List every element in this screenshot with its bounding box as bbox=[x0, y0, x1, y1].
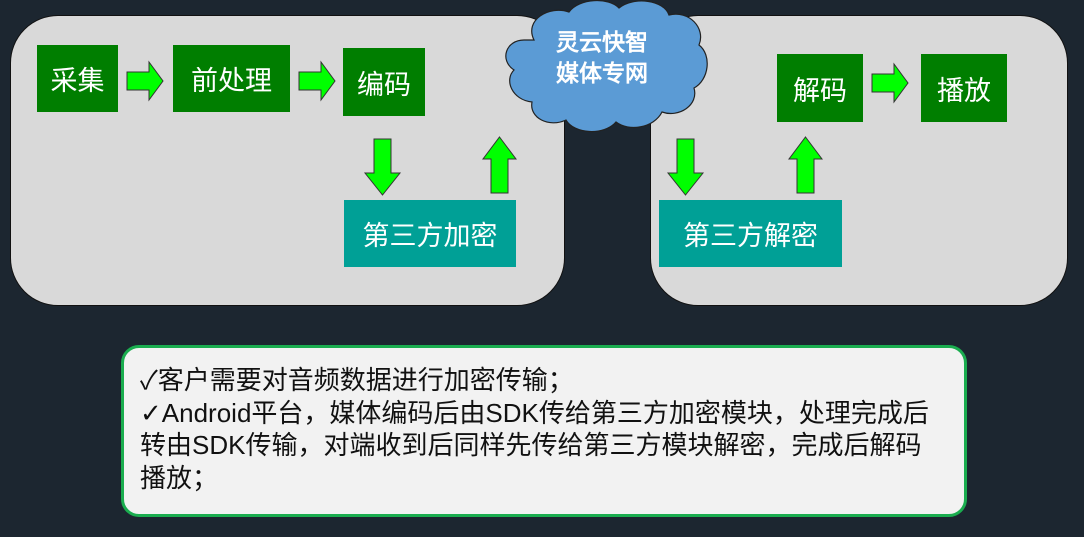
playback-label: 播放 bbox=[937, 75, 991, 107]
network-label-line1: 灵云快智 bbox=[556, 30, 648, 56]
decrypt-box: 第三方解密 bbox=[659, 200, 842, 267]
preprocess-box: 前处理 bbox=[173, 45, 290, 112]
encode-box: 编码 bbox=[343, 48, 425, 116]
playback-box: 播放 bbox=[921, 54, 1007, 122]
arrow-right-icon bbox=[298, 60, 336, 102]
arrow-down-icon bbox=[666, 138, 705, 196]
cloud-network-icon bbox=[505, 0, 708, 133]
network-label-line2: 媒体专网 bbox=[556, 61, 648, 87]
encrypt-label: 第三方加密 bbox=[362, 221, 498, 252]
decode-box: 解码 bbox=[777, 54, 863, 122]
arrow-right-icon bbox=[126, 60, 164, 102]
decrypt-label: 第三方解密 bbox=[683, 221, 818, 252]
capture-label: 采集 bbox=[50, 66, 105, 97]
note-item: ✓客户需要对音频数据进行加密传输； bbox=[140, 365, 574, 395]
decode-label: 解码 bbox=[793, 75, 847, 107]
note-item: ✓Android平台，媒体编码后由SDK传给第三方加密模块，处理完成后转由SDK… bbox=[140, 397, 929, 493]
preprocess-label: 前处理 bbox=[191, 66, 272, 97]
encrypt-box: 第三方加密 bbox=[344, 200, 516, 267]
arrow-up-icon bbox=[482, 136, 517, 194]
notes-box: ✓客户需要对音频数据进行加密传输； ✓Android平台，媒体编码后由SDK传给… bbox=[121, 345, 967, 517]
capture-box: 采集 bbox=[37, 45, 118, 112]
arrow-up-icon bbox=[788, 136, 823, 194]
network-label: 灵云快智 媒体专网 bbox=[494, 28, 710, 90]
arrow-right-icon bbox=[871, 62, 909, 104]
arrow-down-icon bbox=[363, 138, 402, 196]
encode-label: 编码 bbox=[357, 69, 411, 101]
